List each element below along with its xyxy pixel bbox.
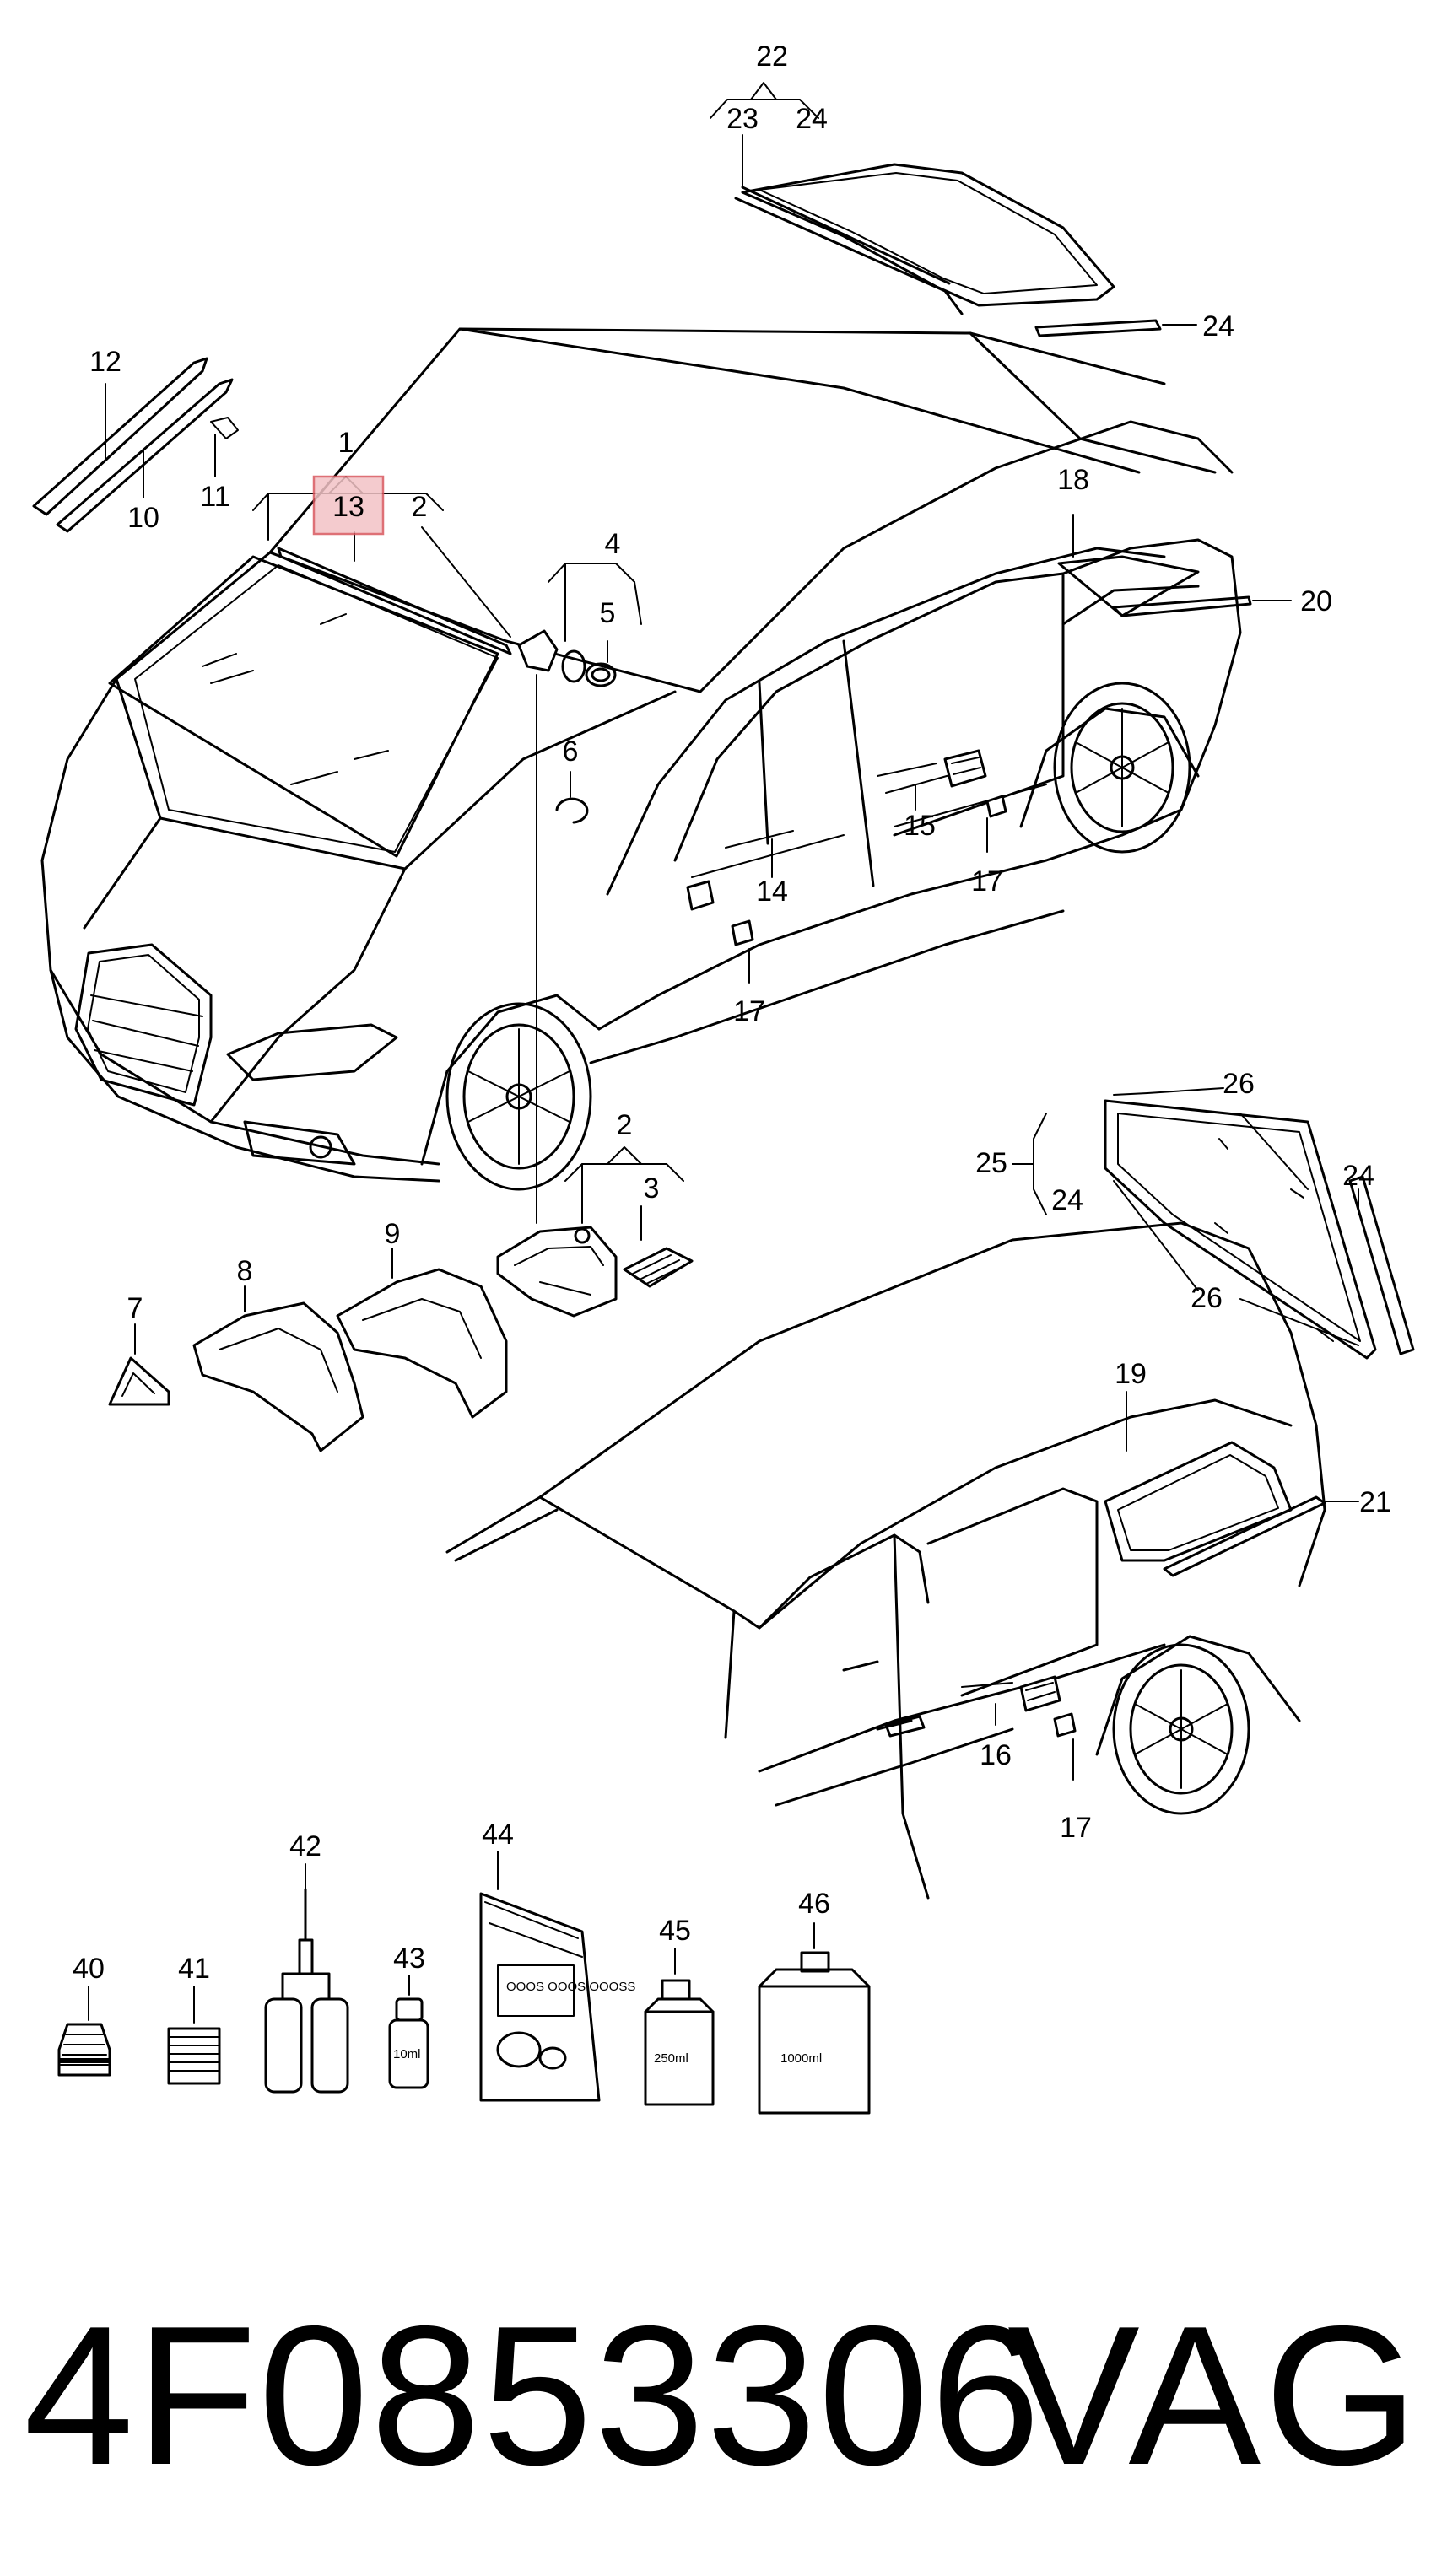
callout-label: 24 <box>1051 1184 1083 1216</box>
sunroof-glass <box>734 163 1197 337</box>
callout-label: 40 <box>73 1953 105 1985</box>
callout-label: 24 <box>1202 310 1234 342</box>
consumable-42 <box>264 1863 349 2094</box>
callout-label: 41 <box>178 1953 210 1985</box>
bottle-43-label: 10ml <box>393 2047 421 2061</box>
callout-label: 22 <box>756 40 788 73</box>
callout-label: 43 <box>393 1943 425 1975</box>
callout-label: 17 <box>1060 1812 1092 1844</box>
sedan-car <box>40 327 1292 1191</box>
callout-label: 5 <box>600 597 616 629</box>
callout-label: 17 <box>733 995 765 1027</box>
callout-label: 46 <box>798 1888 830 1920</box>
callout-label: 42 <box>289 1830 321 1862</box>
callout-label: 18 <box>1057 464 1089 496</box>
rear-window <box>1012 1087 1415 1360</box>
callout-bracket-22 <box>710 82 819 186</box>
consumable-44: OOOS OOOS OOOSS <box>479 1851 635 2102</box>
callout-label: 8 <box>237 1255 253 1287</box>
mirror-mount-parts <box>421 526 617 1224</box>
callout-label: 44 <box>482 1819 514 1851</box>
callout-label: 25 <box>975 1147 1007 1179</box>
parts-diagram: 10ml OOOS OOOS OOOSS 250ml 1000ml 22 23 … <box>32 40 1415 2115</box>
callout-label: 2 <box>617 1109 633 1141</box>
consumable-45: 250ml <box>644 1948 715 2106</box>
callout-label: 9 <box>385 1218 401 1250</box>
callout-label: 3 <box>644 1172 660 1204</box>
callout-label: 14 <box>756 876 788 908</box>
callout-label: 4 <box>605 528 621 560</box>
consumable-40 <box>57 1986 111 2077</box>
brand-name: VAG <box>1007 2284 1422 2506</box>
callout-label: 23 <box>726 103 759 135</box>
consumable-41 <box>167 1986 221 2085</box>
consumable-43: 10ml <box>388 1975 429 2089</box>
callout-label: 13 <box>332 491 364 523</box>
trim-part-7 <box>108 1323 170 1406</box>
callout-labels: 22 23 24 24 12 11 10 1 13 2 4 5 6 18 20 … <box>73 40 1391 1985</box>
callout-label: 19 <box>1115 1358 1147 1390</box>
part-footer: 4F0853306 VAG <box>0 2286 1447 2505</box>
callout-label: 45 <box>659 1915 691 1947</box>
callout-label: 24 <box>796 103 828 135</box>
part-number: 4F0853306 <box>24 2284 1043 2506</box>
bottle-46-label: 1000ml <box>780 2051 822 2066</box>
roof-rail <box>32 357 239 533</box>
highlight-box <box>312 475 385 536</box>
consumable-46: 1000ml <box>758 1922 871 2115</box>
callout-label: 20 <box>1300 585 1332 617</box>
callout-label: 1 <box>338 427 354 459</box>
callout-label: 16 <box>980 1739 1012 1771</box>
callout-label: 24 <box>1342 1160 1374 1192</box>
callout-label: 26 <box>1223 1068 1255 1100</box>
callout-label: 7 <box>127 1292 143 1324</box>
callout-label: 26 <box>1191 1282 1223 1314</box>
sachet-label: OOOS OOOS OOOSS <box>506 1980 635 1994</box>
callout-label: 15 <box>904 810 936 842</box>
callout-label: 10 <box>127 502 159 534</box>
estate-car <box>445 1221 1359 1900</box>
trim-part-8 <box>192 1285 364 1452</box>
mirror-base-parts <box>496 1146 694 1318</box>
callout-label: 12 <box>89 346 121 378</box>
callout-label: 17 <box>971 865 1003 897</box>
callout-label: 2 <box>412 491 428 523</box>
callout-label: 21 <box>1359 1486 1391 1518</box>
bottle-45-label: 250ml <box>654 2051 688 2066</box>
callout-label: 11 <box>200 481 229 513</box>
trim-part-9 <box>336 1248 508 1419</box>
callout-bracket-4 <box>548 563 642 642</box>
callout-label: 6 <box>563 736 579 768</box>
